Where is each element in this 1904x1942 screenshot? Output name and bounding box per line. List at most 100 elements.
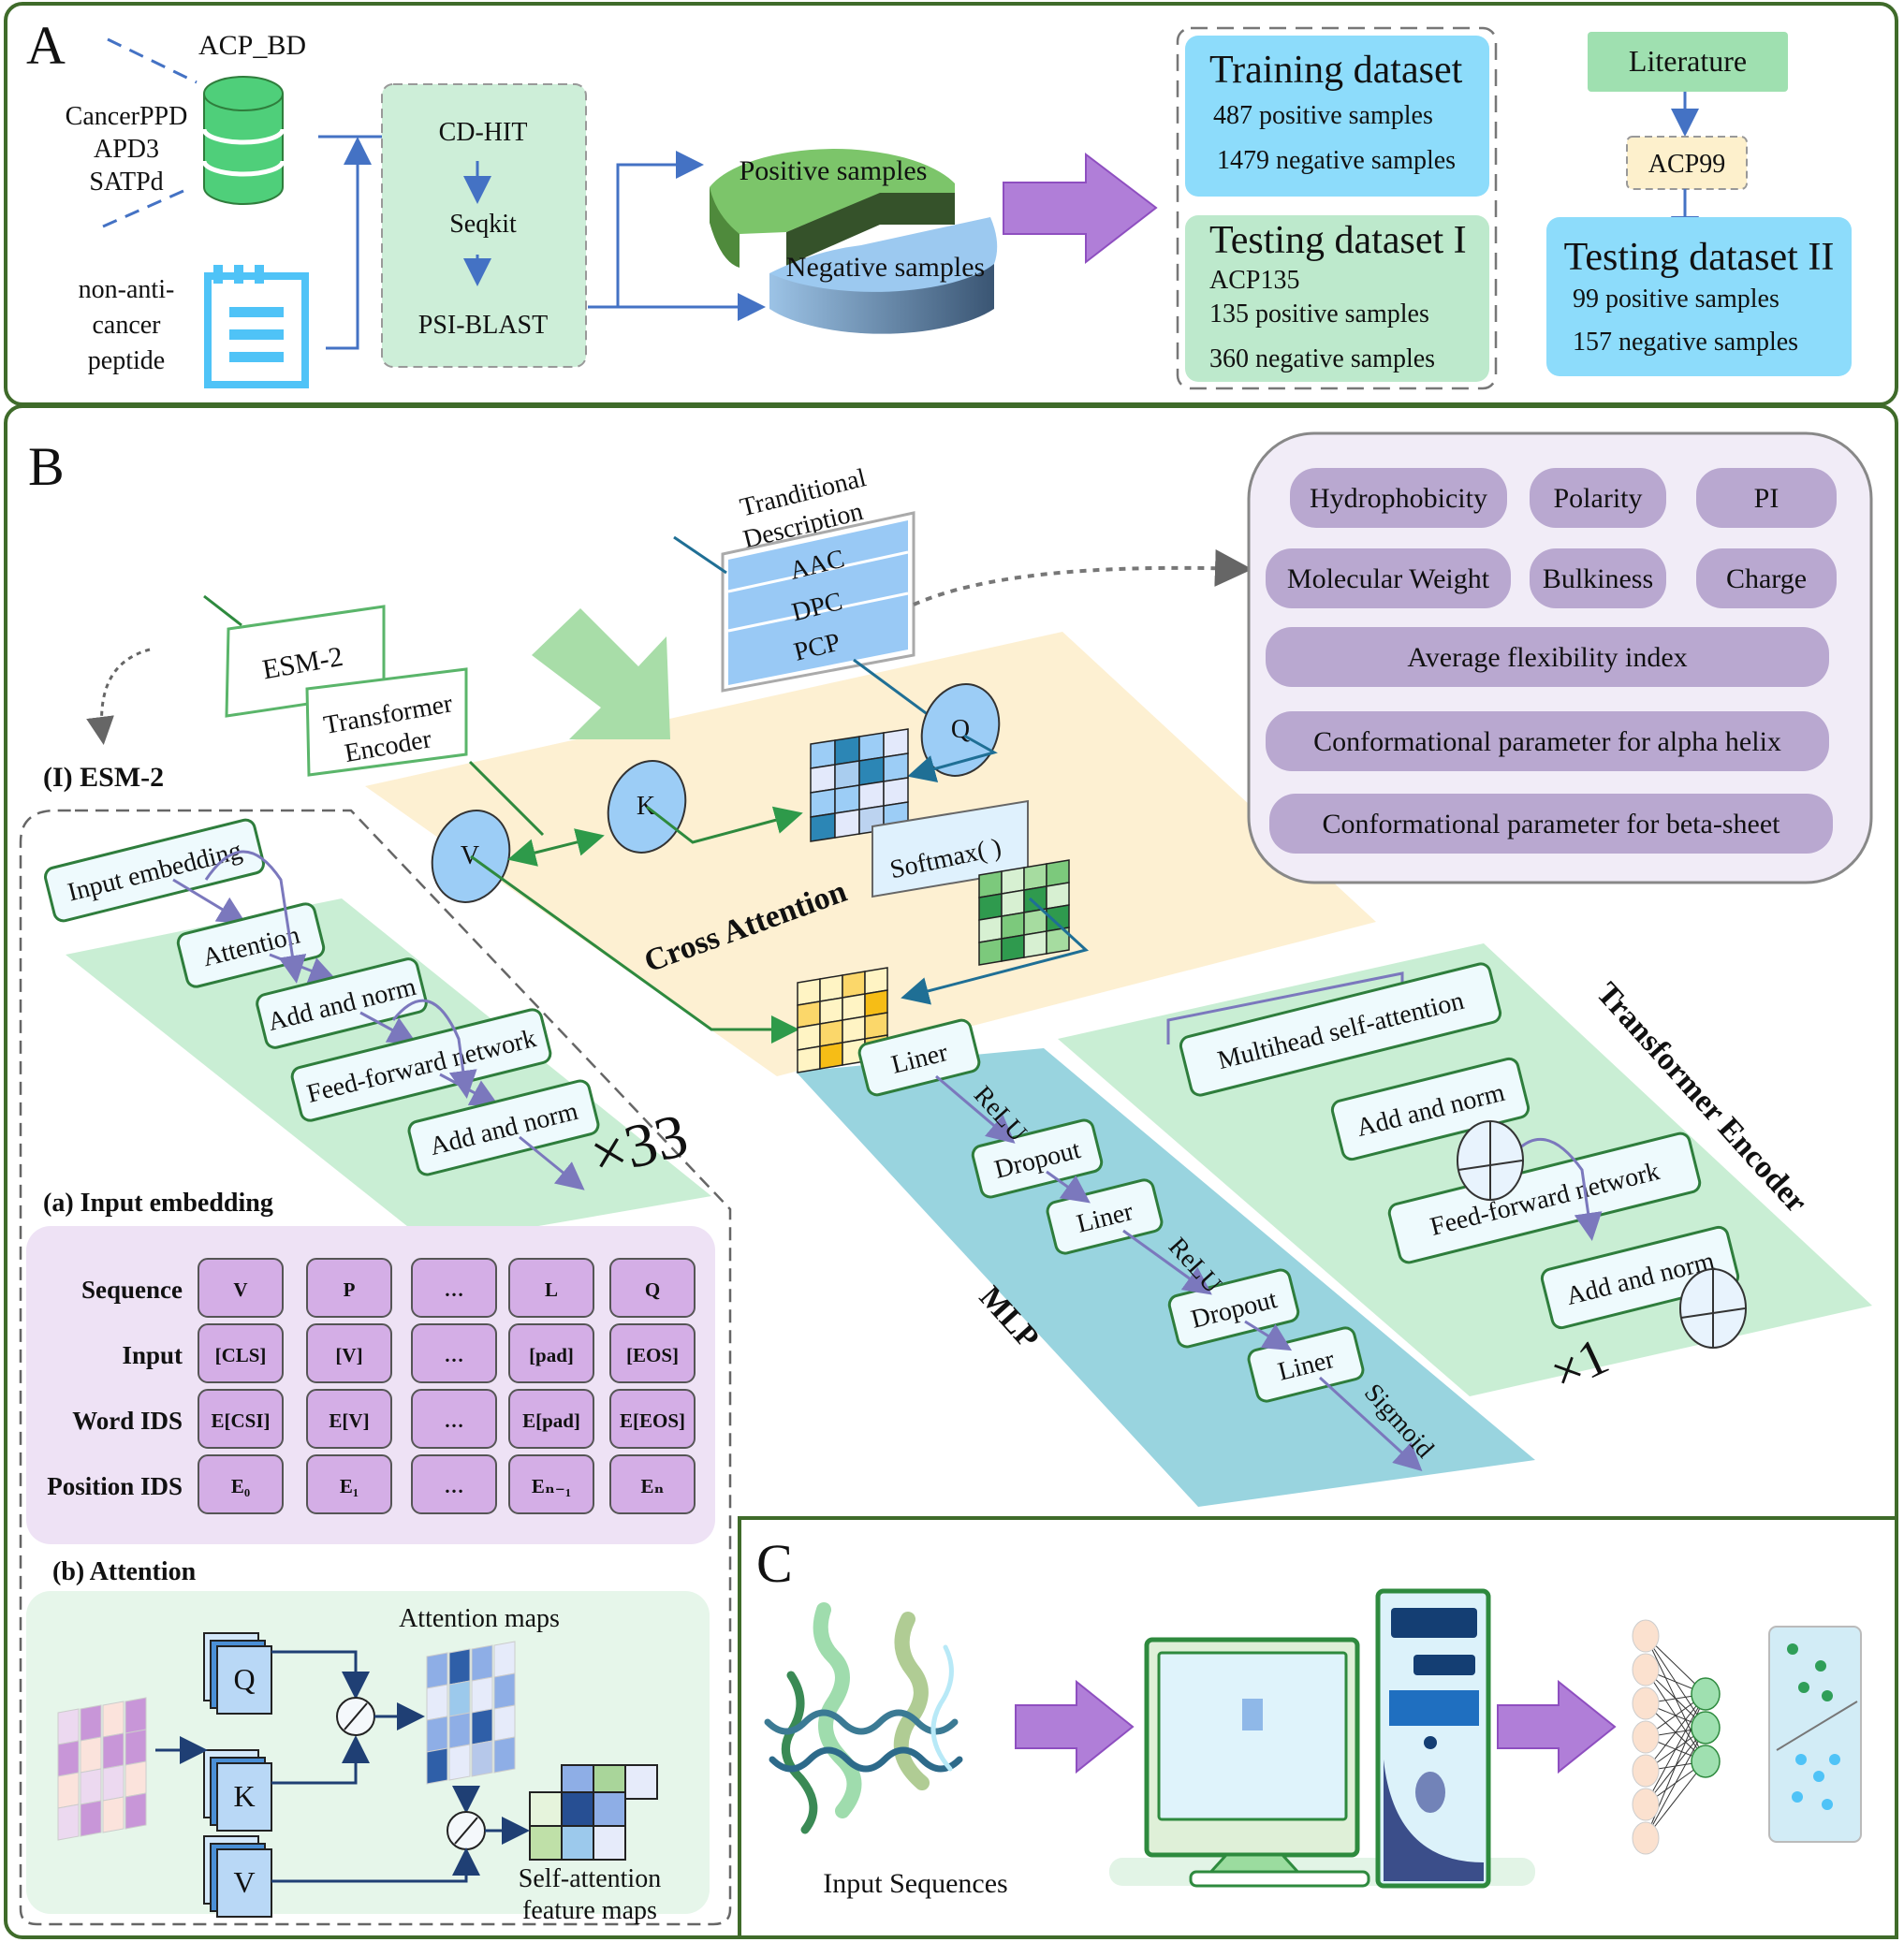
feature-map-cell <box>593 1825 626 1861</box>
panel-b: B ESM-2 Transformer Encoder Tranditional… <box>4 404 1898 1939</box>
embedding-cell-label: [pad] <box>529 1344 574 1366</box>
panel-a: A ACP_BD CancerPPD APD3 SATPd non-anti- … <box>4 2 1898 406</box>
nn-edge <box>1645 1693 1706 1805</box>
input-token-cell <box>102 1764 124 1802</box>
feature-pill <box>1696 548 1837 608</box>
nn-output-node <box>1691 1677 1721 1711</box>
score-cell <box>834 760 860 790</box>
embedding-cell <box>609 1454 696 1514</box>
embedding-cell <box>609 1258 696 1318</box>
attention-map-cell <box>448 1680 471 1717</box>
nn-input-node <box>1632 1788 1660 1821</box>
panel-b-letter: B <box>28 436 65 497</box>
score-cell <box>883 728 909 758</box>
cross-attention-plane <box>365 632 1376 1076</box>
score-matrix <box>810 728 909 842</box>
output-cell <box>864 967 888 995</box>
attention-title: (b) Attention <box>52 1557 197 1586</box>
output-cell <box>842 1015 866 1044</box>
input-token-cell <box>124 1792 147 1830</box>
feature-pill <box>1530 468 1666 528</box>
output-cell <box>797 1023 821 1051</box>
embedding-cell-label: Q <box>645 1278 660 1301</box>
attention-map-cell <box>471 1708 493 1745</box>
attention-map-cell <box>493 1736 516 1774</box>
feature-pill <box>1696 468 1837 528</box>
output-cell <box>797 978 821 1006</box>
output-cell <box>819 1019 843 1047</box>
testing1-positive: 135 positive samples <box>1209 299 1429 329</box>
purple-arrow-icon <box>1003 152 1158 265</box>
nn-output-node <box>1691 1711 1721 1745</box>
feature-pill <box>1266 711 1829 771</box>
computer-icon <box>1109 1588 1535 1889</box>
attention-map-cell <box>448 1712 471 1749</box>
db-label: ACP_BD <box>198 30 306 61</box>
feature-map-cell <box>624 1764 658 1800</box>
sample-pie-chart: Positive samples Negative samples <box>710 149 998 334</box>
input-token-cell <box>124 1760 147 1798</box>
softmax-cell <box>978 938 1003 966</box>
embedding-row-label: Input <box>122 1341 183 1369</box>
qkv-layer <box>216 1645 272 1715</box>
q-node <box>920 683 1001 777</box>
acp99-label: ACP99 <box>1648 150 1725 179</box>
notepad-icon <box>204 265 309 388</box>
softmax-cell <box>978 915 1003 943</box>
literature-box <box>1588 32 1788 92</box>
output-cell <box>797 1000 821 1029</box>
embedding-cell-label: E[pad] <box>522 1409 580 1432</box>
attention-map-cell <box>426 1684 448 1721</box>
feature-pill <box>1530 548 1666 608</box>
pie-negative-label: Negative samples <box>786 252 985 283</box>
testing2-title: Testing dataset II <box>1564 236 1835 279</box>
db-source-3: SATPd <box>89 168 163 197</box>
softmax-cell <box>978 870 1003 898</box>
arrow-to-features <box>913 548 1252 606</box>
feature-map-cell <box>593 1791 626 1827</box>
qkv-layer <box>216 1848 272 1918</box>
feature-pill-label: Molecular Weight <box>1287 563 1490 594</box>
input-token-cell <box>57 1708 80 1745</box>
softmax-cell <box>1001 934 1025 962</box>
embedding-cell <box>508 1389 594 1449</box>
purple-arrow-icon <box>1497 1679 1617 1774</box>
db-source-2: APD3 <box>94 135 159 164</box>
embedding-cell <box>411 1323 497 1383</box>
arrow-k-to-scores <box>646 805 803 844</box>
self-attention-label-1: Self-attention <box>519 1864 661 1893</box>
feature-pill-label: Conformational parameter for alpha helix <box>1313 726 1781 757</box>
mlp-layer-box <box>857 1018 981 1097</box>
feature-map-cell <box>529 1791 563 1827</box>
testing1-title: Testing dataset I <box>1209 219 1467 262</box>
embedding-cell <box>198 1389 284 1449</box>
testing1-box <box>1185 215 1489 382</box>
softmax-cell <box>1046 859 1070 887</box>
testing2-box <box>1546 217 1852 376</box>
mlp-flow-arrow <box>1046 1170 1091 1204</box>
embedding-row-label: Sequence <box>81 1276 183 1304</box>
input-embedding-title: (a) Input embedding <box>43 1189 273 1218</box>
nn-input-node <box>1632 1821 1660 1855</box>
embedding-cell <box>609 1323 696 1383</box>
training-positive: 487 positive samples <box>1213 101 1433 130</box>
attention-map-cell <box>471 1740 493 1777</box>
nn-input-node <box>1632 1619 1660 1653</box>
embedding-cell-label: [V] <box>335 1344 362 1366</box>
attention-map-cell <box>426 1747 448 1785</box>
purple-arrow-icon <box>1015 1679 1135 1774</box>
peptide-structure-icon <box>764 1602 963 1834</box>
embedding-cell-label: V <box>233 1278 247 1301</box>
embedding-cell <box>198 1323 284 1383</box>
arrow-v-to-output <box>470 854 799 1044</box>
feature-pill-label: Polarity <box>1554 483 1643 514</box>
score-cell <box>810 764 836 794</box>
embedding-cell-label: L <box>545 1278 558 1301</box>
embedding-row-label: Word IDS <box>72 1407 183 1435</box>
embedding-cell-label: E[CSI] <box>211 1409 270 1432</box>
pie-positive-label: Positive samples <box>740 155 928 186</box>
transformer-encoder-box <box>305 667 468 777</box>
feature-pill <box>1266 548 1511 608</box>
